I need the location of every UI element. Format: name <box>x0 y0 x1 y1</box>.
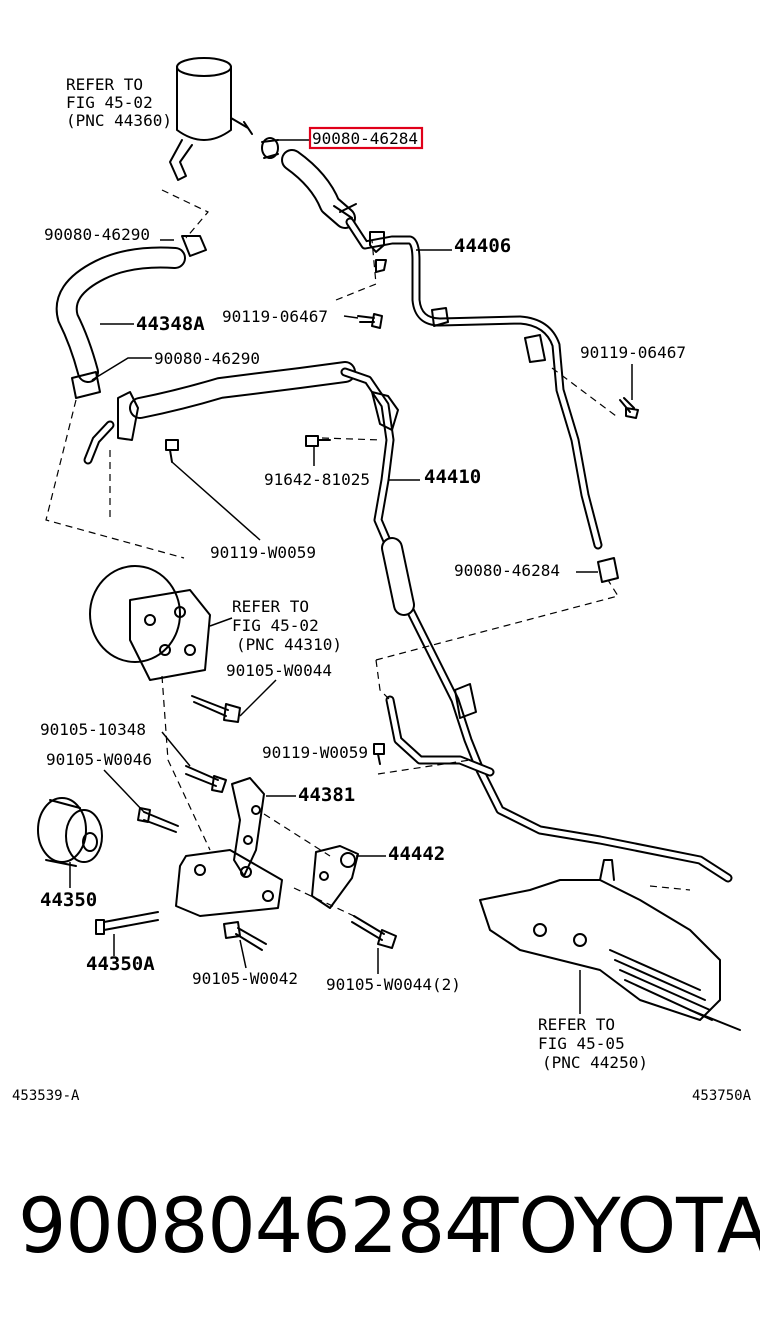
callout-bracket-44442: 44442 <box>388 843 445 865</box>
callout-clamp-right-lower: 90080-46284 <box>454 561 560 580</box>
brand-name: TOYOTA <box>472 1181 760 1270</box>
callout-bolt-90105-10348: 90105-10348 <box>40 720 146 739</box>
pulley-44350 <box>37 797 103 888</box>
callout-bolt-90119-06467-left: 90119-06467 <box>222 307 328 326</box>
dashed-guides <box>45 189 691 917</box>
callout-refer-rack: REFER TO FIG 45-05 (PNC 44250) <box>538 1015 648 1072</box>
pump <box>89 565 233 681</box>
bolt-91642 <box>305 435 331 466</box>
pipe-44410 <box>83 361 733 883</box>
diagram-code-right: 453750A <box>692 1088 752 1104</box>
callout-line: REFER TO <box>66 75 143 94</box>
callout-bolt-90105-w0042: 90105-W0042 <box>192 969 298 988</box>
callout-bolt-90119-06467-right: 90119-06467 <box>580 343 686 362</box>
callout-line: FIG 45-05 <box>538 1034 625 1053</box>
callout-bolt-90105-w0044-2: 90105-W0044(2) <box>326 975 461 994</box>
callout-bolt-44350a: 44350A <box>86 953 155 975</box>
callout-clamp-left-lower: 90080-46290 <box>154 349 260 368</box>
diagram-code-left: 453539-A <box>12 1088 80 1104</box>
callout-pipe-44410: 44410 <box>424 466 481 488</box>
part-number: 9008046284 <box>18 1181 493 1270</box>
bolt-90119-06467-right <box>619 364 639 419</box>
bracket-44381 <box>175 777 296 917</box>
callout-bracket-44381: 44381 <box>298 784 355 806</box>
callout-refer-reservoir: REFER TO FIG 45-02 (PNC 44360) <box>66 75 172 130</box>
callout-refer-pump: REFER TO FIG 45-02 (PNC 44310) <box>232 597 342 654</box>
hose-44406 <box>281 149 603 550</box>
bolt-90105-w0042 <box>223 921 267 969</box>
callout-bolt-91642: 91642-81025 <box>264 470 370 489</box>
callout-line: (PNC 44360) <box>66 111 172 130</box>
reservoir-tank <box>169 57 253 181</box>
callout-clamp-top[interactable]: 90080-46284 <box>312 129 418 148</box>
callout-clamp-top-highlighted[interactable]: 90080-46284 <box>308 126 424 150</box>
callout-line: FIG 45-02 <box>66 93 153 112</box>
callout-bolt-90119-w0059-right: 90119-W0059 <box>262 743 368 762</box>
callout-line: (PNC 44250) <box>542 1053 648 1072</box>
parts-diagram: REFER TO FIG 45-02 (PNC 44360) 90080-462… <box>12 57 752 1104</box>
bolt-90105-10348 <box>161 731 227 793</box>
callout-bolt-90105-w0044: 90105-W0044 <box>226 661 332 680</box>
bolt-90105-w0044-2 <box>351 915 397 974</box>
callout-line: (PNC 44310) <box>236 635 342 654</box>
callout-pulley-44350: 44350 <box>40 889 97 911</box>
bolt-90105-w0044 <box>191 679 277 723</box>
callout-hose-44406: 44406 <box>454 235 511 257</box>
callout-line: REFER TO <box>232 597 309 616</box>
callout-line: FIG 45-02 <box>232 616 319 635</box>
bolt-90105-w0046 <box>103 769 179 833</box>
hose-44348a <box>55 235 207 399</box>
callout-clamp-left-upper: 90080-46290 <box>44 225 150 244</box>
bracket-44442 <box>311 845 386 909</box>
callout-line: REFER TO <box>538 1015 615 1034</box>
bolt-44350a <box>95 911 159 956</box>
bolt-90119-w0059-left <box>165 439 261 541</box>
callout-bolt-90105-w0046: 90105-W0046 <box>46 750 152 769</box>
highlight-box <box>308 126 424 150</box>
clamp-right-lower <box>576 557 619 583</box>
callout-hose-44348a: 44348A <box>136 313 205 335</box>
steering-rack <box>479 859 741 1031</box>
clamp-top <box>261 137 310 159</box>
bolt-90119-06467-left <box>343 313 383 329</box>
callout-bolt-90119-w0059-left: 90119-W0059 <box>210 543 316 562</box>
bolt-90119-w0059-right <box>373 743 385 765</box>
